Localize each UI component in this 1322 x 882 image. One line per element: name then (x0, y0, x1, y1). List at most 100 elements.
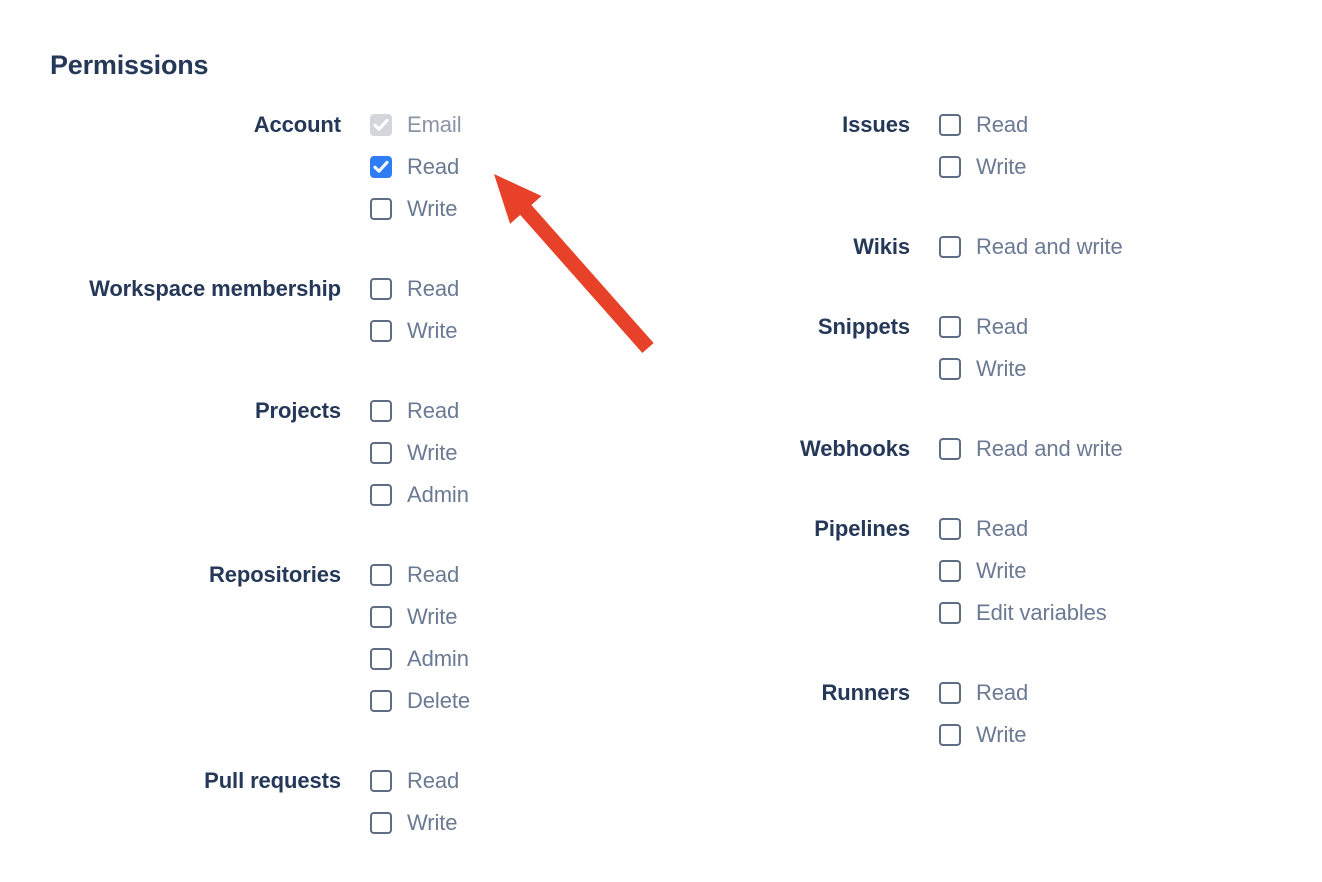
permission-group-label: Runners (821, 680, 910, 705)
permission-option[interactable]: Admin (370, 474, 469, 516)
permission-option-label: Delete (407, 688, 470, 713)
permission-option-label: Write (407, 318, 458, 343)
checkbox-unchecked[interactable] (370, 648, 392, 670)
checkbox-unchecked[interactable] (370, 400, 392, 422)
permission-group-label: Wikis (853, 234, 910, 259)
permission-option-label: Read (976, 680, 1029, 705)
checkbox-unchecked[interactable] (370, 770, 392, 792)
permission-group-label: Issues (842, 112, 910, 137)
permission-option[interactable]: Read and write (939, 226, 1123, 268)
permission-option-label: Read (407, 768, 460, 793)
permission-option-label: Admin (407, 482, 469, 507)
permission-group-label: Repositories (208, 562, 341, 587)
checkbox-unchecked[interactable] (939, 236, 961, 258)
permission-option-label: Email (407, 112, 462, 137)
checkbox-unchecked[interactable] (939, 156, 961, 178)
permission-option[interactable]: Read (939, 672, 1028, 714)
permission-option[interactable]: Write (370, 188, 462, 230)
permission-option-label: Read (976, 314, 1029, 339)
checkbox-unchecked[interactable] (939, 602, 961, 624)
checkbox-unchecked[interactable] (370, 690, 392, 712)
permission-option-label: Read (407, 154, 460, 179)
page-title: Permissions (50, 50, 209, 80)
permission-group-label: Projects (254, 398, 341, 423)
checkbox-unchecked[interactable] (939, 316, 961, 338)
checkbox-unchecked[interactable] (370, 606, 392, 628)
checkbox-unchecked[interactable] (939, 114, 961, 136)
permission-option-list: Read and write (910, 226, 1123, 268)
permission-option[interactable]: Write (939, 550, 1107, 592)
checkbox-unchecked[interactable] (370, 564, 392, 586)
checkbox-unchecked[interactable] (939, 438, 961, 460)
checkbox-unchecked[interactable] (939, 518, 961, 540)
checkbox-unchecked[interactable] (370, 198, 392, 220)
permission-option[interactable]: Admin (370, 638, 470, 680)
permission-option-label: Write (407, 604, 458, 629)
checkbox-unchecked[interactable] (939, 560, 961, 582)
permission-option-label: Edit variables (976, 600, 1107, 625)
permission-option[interactable]: Delete (370, 680, 470, 722)
permission-option-list: Read and write (910, 428, 1123, 470)
checkbox-unchecked[interactable] (370, 442, 392, 464)
permission-option-label: Read and write (976, 234, 1123, 259)
checkbox-checked[interactable] (370, 156, 392, 178)
permission-group-label: Pull requests (204, 768, 341, 793)
permission-option[interactable]: Write (370, 802, 459, 844)
checkbox-unchecked[interactable] (370, 812, 392, 834)
permission-option-label: Write (407, 810, 458, 835)
permission-group: Webhooks Read and write (660, 428, 1320, 470)
checkbox-unchecked[interactable] (370, 278, 392, 300)
permission-option-label: Read (407, 398, 460, 423)
permission-group: Wikis Read and write (660, 226, 1320, 268)
permission-option-label: Write (407, 196, 458, 221)
permission-group-label: Pipelines (814, 516, 910, 541)
permission-option[interactable]: Read (939, 508, 1107, 550)
permission-option[interactable]: Read (370, 760, 459, 802)
permission-option[interactable]: Read (370, 268, 459, 310)
permission-option[interactable]: Write (939, 348, 1028, 390)
permission-group-label: Snippets (817, 314, 910, 339)
permission-option[interactable]: Email (370, 104, 462, 146)
permission-option[interactable]: Read and write (939, 428, 1123, 470)
permission-option-label: Read (407, 562, 460, 587)
permission-option[interactable]: Write (370, 310, 459, 352)
permission-option-label: Read and write (976, 436, 1123, 461)
permission-option[interactable]: Read (370, 554, 470, 596)
permission-option[interactable]: Read (939, 104, 1028, 146)
permission-option[interactable]: Read (370, 390, 469, 432)
permission-option[interactable]: Write (370, 432, 469, 474)
permission-option[interactable]: Read (939, 306, 1028, 348)
checkbox-unchecked[interactable] (370, 320, 392, 342)
permission-option[interactable]: Edit variables (939, 592, 1107, 634)
permission-option-label: Write (976, 558, 1027, 583)
permission-option[interactable]: Write (939, 714, 1028, 756)
checkbox-unchecked[interactable] (370, 484, 392, 506)
checkbox-unchecked[interactable] (939, 358, 961, 380)
checkbox-unchecked[interactable] (939, 724, 961, 746)
permission-option-label: Read (976, 516, 1029, 541)
permission-option-label: Read (976, 112, 1029, 137)
permission-option[interactable]: Read (370, 146, 462, 188)
checkbox-unchecked[interactable] (939, 682, 961, 704)
checkbox-disabled-checked (370, 114, 392, 136)
permission-option[interactable]: Write (370, 596, 470, 638)
permission-option[interactable]: Write (939, 146, 1028, 188)
permission-group-label: Webhooks (799, 436, 910, 461)
